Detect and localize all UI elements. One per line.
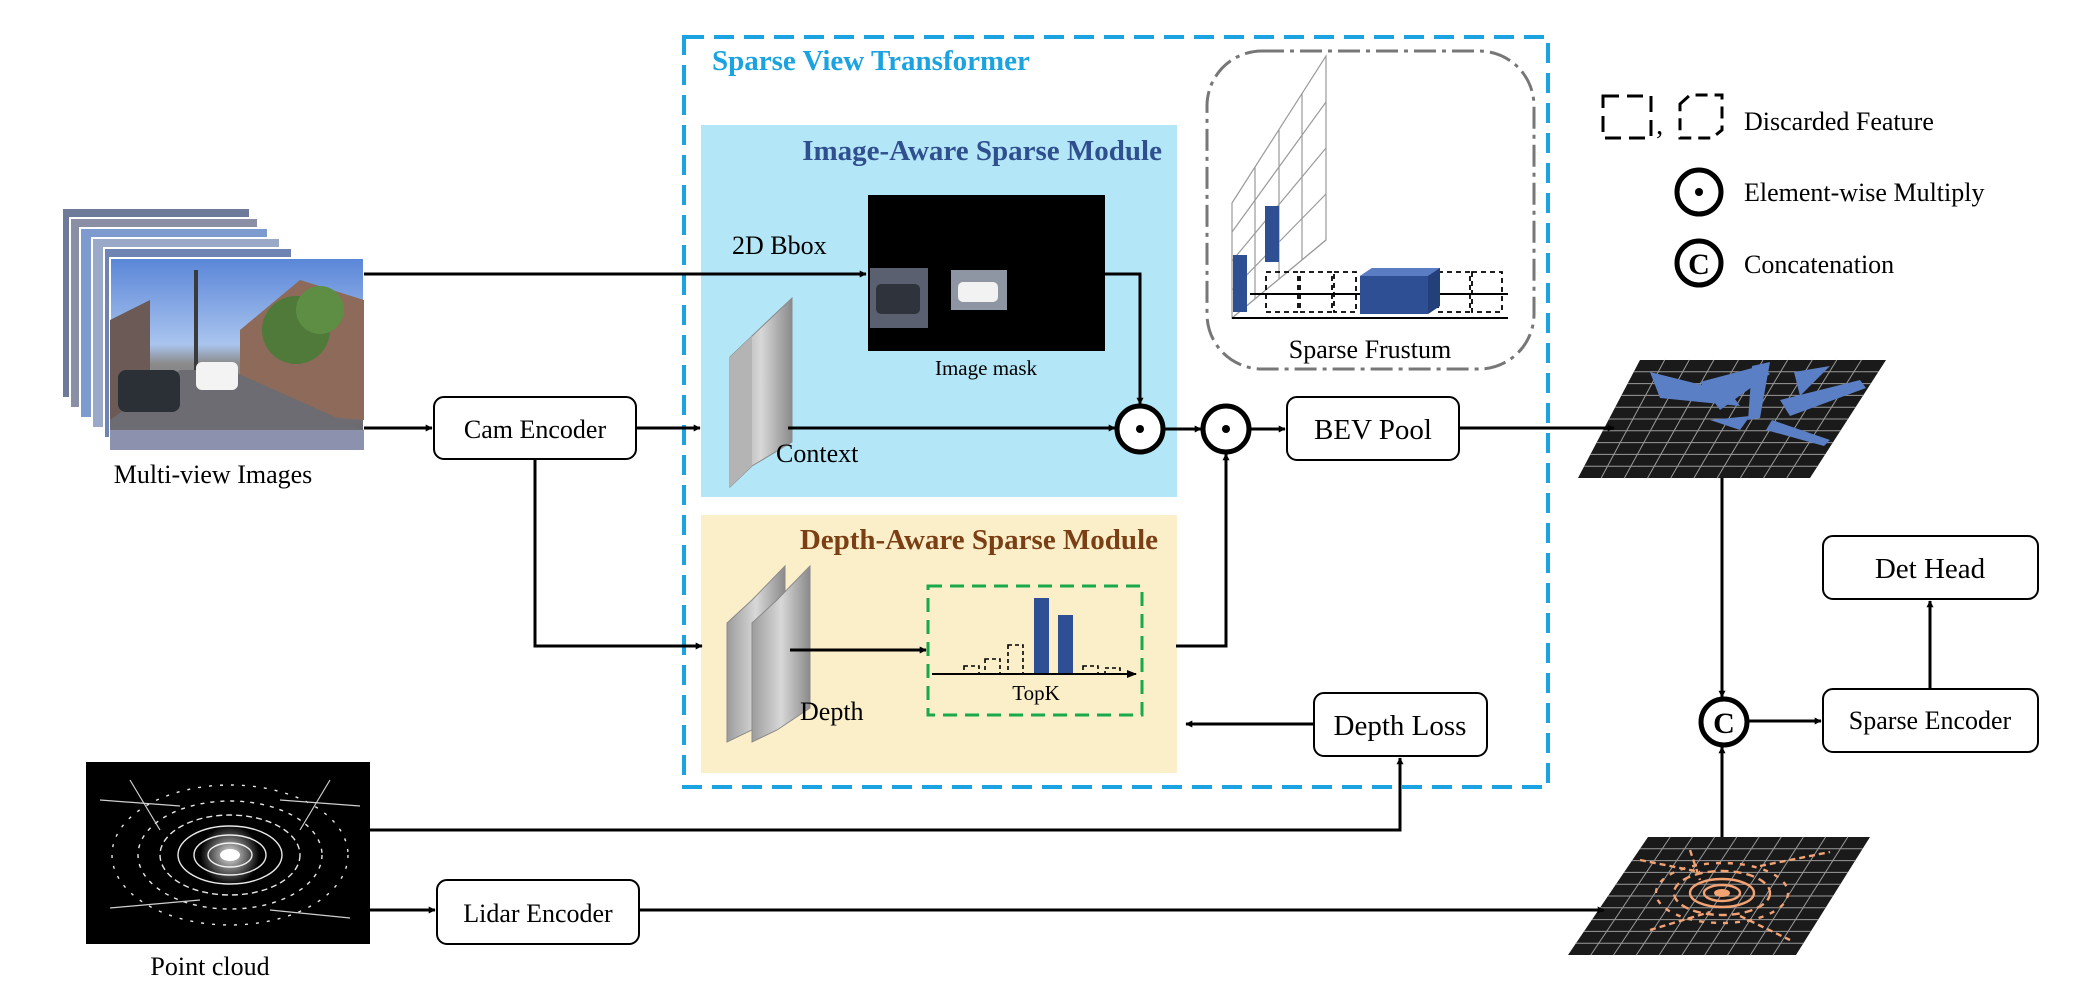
- lidar-encoder-box: [436, 879, 640, 945]
- sparse-view-transformer-box: [682, 35, 1550, 789]
- image-mask: [868, 195, 1105, 351]
- image-aware-module-title: Image-Aware Sparse Module: [802, 135, 1162, 167]
- point-cloud-label: Point cloud: [150, 952, 269, 981]
- depth-label: Depth: [800, 697, 864, 726]
- topk-label: TopK: [1012, 681, 1060, 705]
- multi-view-images-label: Multi-view Images: [114, 460, 313, 489]
- multi-view-images: [61, 207, 365, 451]
- depth-distribution-bars: [932, 598, 1137, 678]
- depth-aware-module-title: Depth-Aware Sparse Module: [800, 524, 1158, 556]
- legend-discarded-separator: ,: [1656, 109, 1663, 141]
- depth-loss-box: [1313, 692, 1488, 757]
- image-mask-label: Image mask: [935, 356, 1038, 380]
- cam-encoder-label: Cam Encoder: [464, 415, 607, 444]
- camera-bev-feature-map: [1578, 359, 1886, 479]
- connections: [364, 270, 1934, 914]
- depth-feature-maps: [726, 564, 811, 743]
- legend: , Discarded Feature Element-wise Multipl…: [1601, 93, 1984, 288]
- det-head-box: [1822, 535, 2039, 600]
- legend-concat-symbol: C: [1688, 248, 1710, 281]
- legend-concat-icon: [1674, 238, 1724, 288]
- context-label: Context: [776, 439, 859, 468]
- lidar-encoder-label: Lidar Encoder: [463, 899, 613, 928]
- sparse-frustum-label: Sparse Frustum: [1289, 335, 1452, 364]
- concat-op-symbol: C: [1713, 707, 1735, 740]
- point-cloud-image: [86, 762, 370, 944]
- sparse-view-transformer-title: Sparse View Transformer: [712, 45, 1030, 77]
- lidar-bev-feature-map: [1568, 836, 1870, 956]
- bbox-2d-label: 2D Bbox: [732, 231, 827, 260]
- legend-multiply-label: Element-wise Multiply: [1744, 178, 1984, 207]
- depth-loss-label: Depth Loss: [1334, 710, 1467, 742]
- sparse-frustum-box: [1205, 49, 1536, 371]
- bev-pool-label: BEV Pool: [1314, 414, 1432, 446]
- legend-discarded-label: Discarded Feature: [1744, 107, 1934, 136]
- legend-discarded-icon-a: [1601, 94, 1653, 140]
- legend-discarded-icon-b: [1678, 93, 1724, 140]
- topk-box: [926, 584, 1144, 717]
- det-head-label: Det Head: [1875, 553, 1986, 585]
- frustum-grid: [1231, 53, 1508, 320]
- legend-concat-label: Concatenation: [1744, 250, 1894, 279]
- sparse-encoder-label: Sparse Encoder: [1849, 706, 2012, 735]
